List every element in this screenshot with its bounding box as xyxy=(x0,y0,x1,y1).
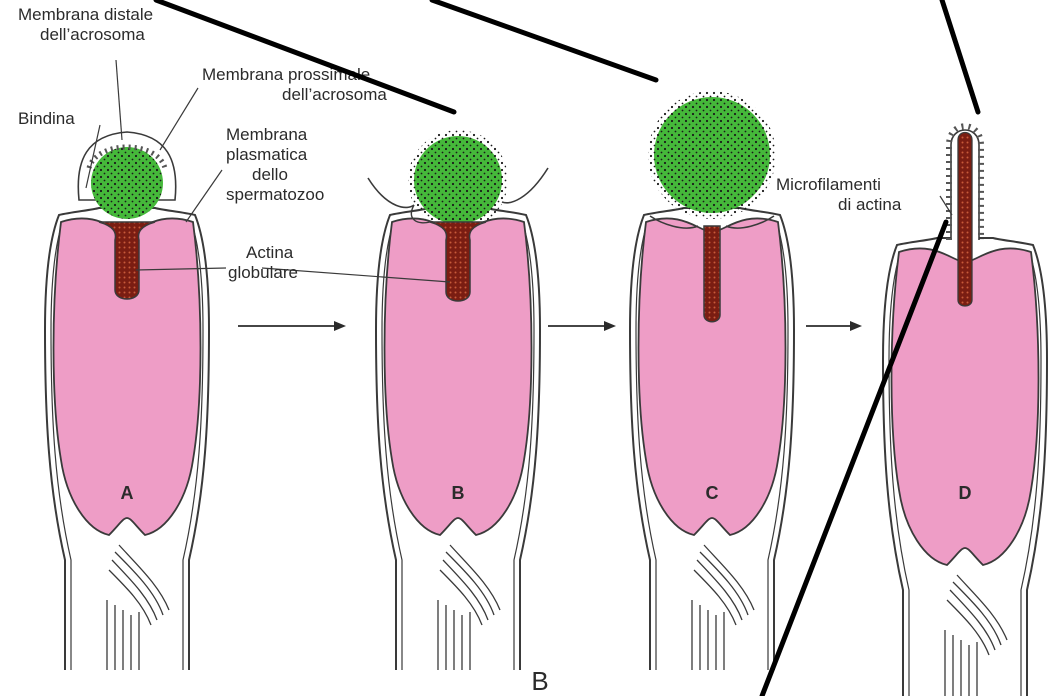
svg-text:Membrana prossimale: Membrana prossimale xyxy=(202,65,370,84)
stage-label-c: C xyxy=(706,483,719,503)
svg-text:dell’acrosoma: dell’acrosoma xyxy=(40,25,145,44)
svg-text:globulare: globulare xyxy=(228,263,298,282)
svg-text:dell’acrosoma: dell’acrosoma xyxy=(282,85,387,104)
arrow-b-to-c xyxy=(548,321,616,331)
arrow-a-to-b xyxy=(238,321,346,331)
stage-b-sperm-head xyxy=(368,130,548,670)
stage-label-b: B xyxy=(452,483,465,503)
stage-a-sperm-head xyxy=(45,132,209,670)
figure-caption-letter: B xyxy=(531,666,548,696)
label-distal-membrane: Membrana distale dell’acrosoma xyxy=(18,5,153,44)
overlay-annotation-lines xyxy=(156,0,978,696)
stage-c-sperm-head xyxy=(630,91,794,670)
svg-text:Actina: Actina xyxy=(246,243,294,262)
svg-text:Microfilamenti: Microfilamenti xyxy=(776,175,881,194)
svg-text:di actina: di actina xyxy=(838,195,902,214)
label-plasma-membrane: Membrana plasmatica dello spermatozoo xyxy=(226,125,324,204)
svg-text:Membrana: Membrana xyxy=(226,125,308,144)
svg-text:dello: dello xyxy=(252,165,288,184)
arrow-c-to-d xyxy=(806,321,862,331)
label-bindin: Bindina xyxy=(18,109,75,128)
svg-text:plasmatica: plasmatica xyxy=(226,145,308,164)
stage-label-a: A xyxy=(121,483,134,503)
stage-label-d: D xyxy=(959,483,972,503)
label-globular-actin: Actina globulare xyxy=(228,243,298,282)
label-proximal-membrane: Membrana prossimale dell’acrosoma xyxy=(202,65,387,104)
stage-d-sperm-head xyxy=(883,126,1047,696)
svg-text:Membrana distale: Membrana distale xyxy=(18,5,153,24)
svg-text:spermatozoo: spermatozoo xyxy=(226,185,324,204)
label-actin-microfilaments: Microfilamenti di actina xyxy=(776,175,902,214)
svg-text:Bindina: Bindina xyxy=(18,109,75,128)
